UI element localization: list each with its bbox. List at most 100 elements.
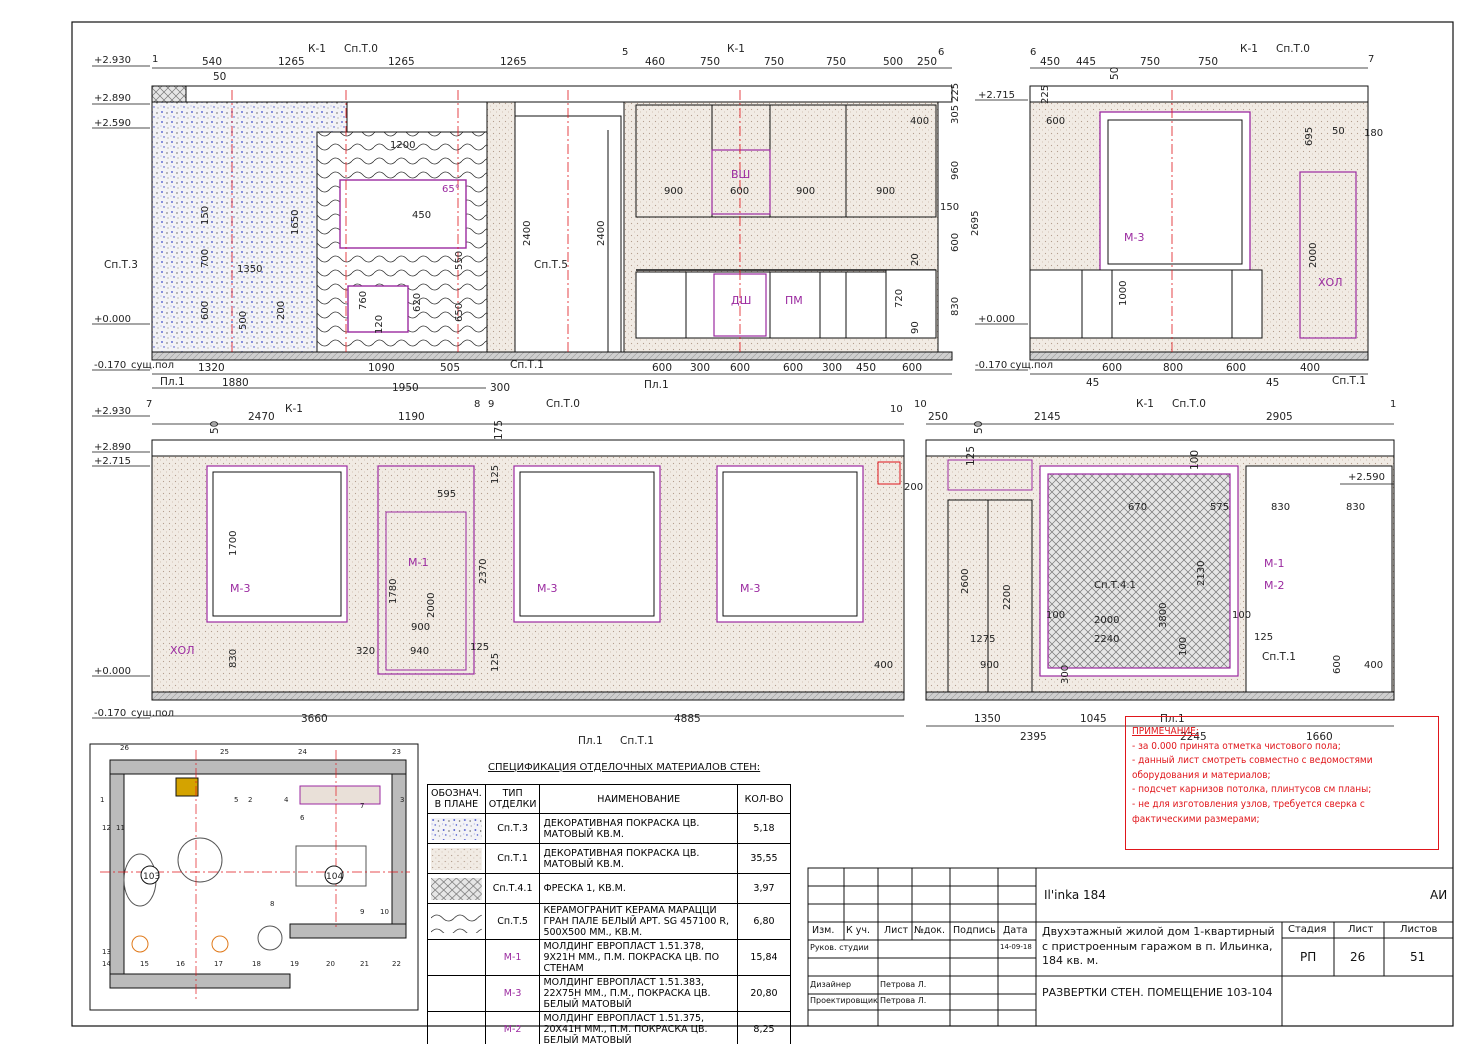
room-number: 104 (326, 872, 343, 882)
svg-text:900: 900 (664, 186, 683, 197)
finish-qty: 6,80 (737, 903, 791, 940)
swatch-cell (427, 975, 486, 1012)
svg-text:13: 13 (102, 948, 111, 956)
table-row: Сп.Т.1 ДЕКОРАТИВНАЯ ПОКРАСКА ЦВ. МАТОВЫЙ… (427, 843, 791, 874)
label-m1: М-1 (1264, 557, 1284, 570)
svg-text:300: 300 (690, 362, 710, 374)
svg-text:Сп.Т.1: Сп.Т.1 (1262, 651, 1296, 663)
wall-finish-spt3 (151, 101, 348, 353)
callout-spt0: Сп.Т.0 (344, 43, 378, 55)
svg-text:10: 10 (914, 399, 927, 410)
stamp-name: Петрова Л. (880, 996, 927, 1005)
svg-text:750: 750 (700, 56, 720, 68)
svg-text:300: 300 (822, 362, 842, 374)
stamp-date: 14-09-18 (1000, 943, 1032, 951)
level-label: -0.170 (94, 360, 126, 371)
table-row: М-3 МОЛДИНГ ЕВРОПЛАСТ 1.51.383, 22Х75Н М… (427, 975, 791, 1012)
svg-text:830: 830 (1346, 502, 1365, 513)
svg-text:750: 750 (764, 56, 784, 68)
svg-text:600: 600 (1332, 655, 1343, 674)
svg-text:100: 100 (1189, 450, 1201, 470)
svg-text:2000: 2000 (1094, 615, 1119, 626)
door-hol (1299, 171, 1357, 339)
svg-text:125: 125 (490, 465, 501, 484)
svg-text:600: 600 (730, 362, 750, 374)
svg-text:1780: 1780 (388, 579, 399, 604)
sheet-title: РАЗВЕРТКИ СТЕН. ПОМЕЩЕНИЕ 103-104 (1042, 986, 1273, 999)
svg-text:16: 16 (176, 960, 185, 968)
svg-text:600: 600 (1102, 362, 1122, 374)
svg-text:620: 620 (412, 293, 423, 312)
stamp-col-header: К уч. (846, 925, 871, 936)
svg-text:Пл.1: Пл.1 (578, 735, 603, 747)
svg-text:250: 250 (917, 56, 937, 68)
swatch-wave (431, 910, 482, 933)
svg-text:1265: 1265 (278, 56, 305, 68)
header-cell: ТИП ОТДЕЛКИ (484, 784, 541, 814)
finish-type: Сп.Т.4.1 (484, 873, 541, 904)
svg-text:650: 650 (454, 303, 465, 322)
label-microwave: ПМ (785, 294, 803, 307)
svg-text:45: 45 (1266, 377, 1279, 389)
swatch-cell (427, 813, 486, 844)
svg-text:2905: 2905 (1266, 411, 1293, 423)
svg-text:Сп.Т.1: Сп.Т.1 (1332, 375, 1366, 387)
svg-text:1650: 1650 (290, 210, 301, 235)
svg-text:180: 180 (1364, 128, 1383, 139)
svg-text:21: 21 (360, 960, 369, 968)
level-label: -0.170 (975, 360, 1007, 371)
svg-text:Сп.Т.1: Сп.Т.1 (620, 735, 654, 747)
level-label: +2.715 (978, 90, 1015, 101)
svg-text:400: 400 (1364, 660, 1383, 671)
svg-text:450: 450 (1040, 56, 1060, 68)
svg-text:18: 18 (252, 960, 261, 968)
svg-text:2240: 2240 (1094, 634, 1119, 645)
level-label: +2.930 (94, 406, 131, 417)
svg-text:900: 900 (980, 660, 999, 671)
table-row: М-1 МОЛДИНГ ЕВРОПЛАСТ 1.51.378, 9Х21Н ММ… (427, 939, 791, 976)
svg-text:1: 1 (100, 796, 104, 804)
label-m3: М-3 (230, 582, 250, 595)
finish-type: М-1 (484, 939, 541, 976)
svg-text:7: 7 (146, 399, 152, 410)
svg-text:460: 460 (645, 56, 665, 68)
ceiling-slab (151, 85, 953, 103)
finish-type: М-2 (484, 1011, 541, 1044)
axis-label: 1 (152, 54, 158, 65)
svg-text:4885: 4885 (674, 713, 701, 725)
svg-text:3800: 3800 (1158, 603, 1169, 628)
svg-text:23: 23 (392, 748, 401, 756)
svg-text:10: 10 (380, 908, 389, 916)
callout-pl1: Пл.1 (644, 379, 669, 391)
floor-slab (151, 691, 905, 701)
level-label: -0.170 (94, 708, 126, 719)
svg-text:225: 225 (1040, 85, 1051, 104)
finish-qty: 35,55 (737, 843, 791, 874)
svg-text:К-1: К-1 (1136, 398, 1154, 410)
svg-text:2395: 2395 (1020, 731, 1047, 743)
table-row: Сп.Т.3 ДЕКОРАТИВНАЯ ПОКРАСКА ЦВ. МАТОВЫЙ… (427, 813, 791, 844)
svg-text:8: 8 (474, 399, 480, 410)
sheet-value: 26 (1350, 950, 1366, 964)
svg-text:600: 600 (902, 362, 922, 374)
svg-text:7: 7 (1368, 54, 1374, 65)
svg-text:2000: 2000 (1308, 243, 1319, 268)
svg-text:2600: 2600 (960, 569, 971, 594)
svg-text:1090: 1090 (368, 362, 395, 374)
sheets-label: Листов (1400, 924, 1438, 935)
svg-text:100: 100 (1178, 637, 1189, 656)
svg-text:1045: 1045 (1080, 713, 1107, 725)
note-title: ПРИМЕЧАНИЕ: (1132, 726, 1199, 737)
finish-qty: 20,80 (737, 975, 791, 1012)
tv-panel-m3 (1099, 111, 1251, 273)
finish-qty: 15,84 (737, 939, 791, 976)
svg-text:670: 670 (1128, 502, 1147, 513)
svg-text:960: 960 (950, 161, 961, 180)
label-m3: М-3 (740, 582, 760, 595)
level-label: +0.000 (978, 314, 1015, 325)
svg-text:2695: 2695 (970, 211, 981, 236)
svg-text:125: 125 (1254, 632, 1273, 643)
svg-text:2400: 2400 (596, 221, 607, 246)
svg-text:20: 20 (910, 253, 921, 266)
svg-text:22: 22 (392, 960, 401, 968)
